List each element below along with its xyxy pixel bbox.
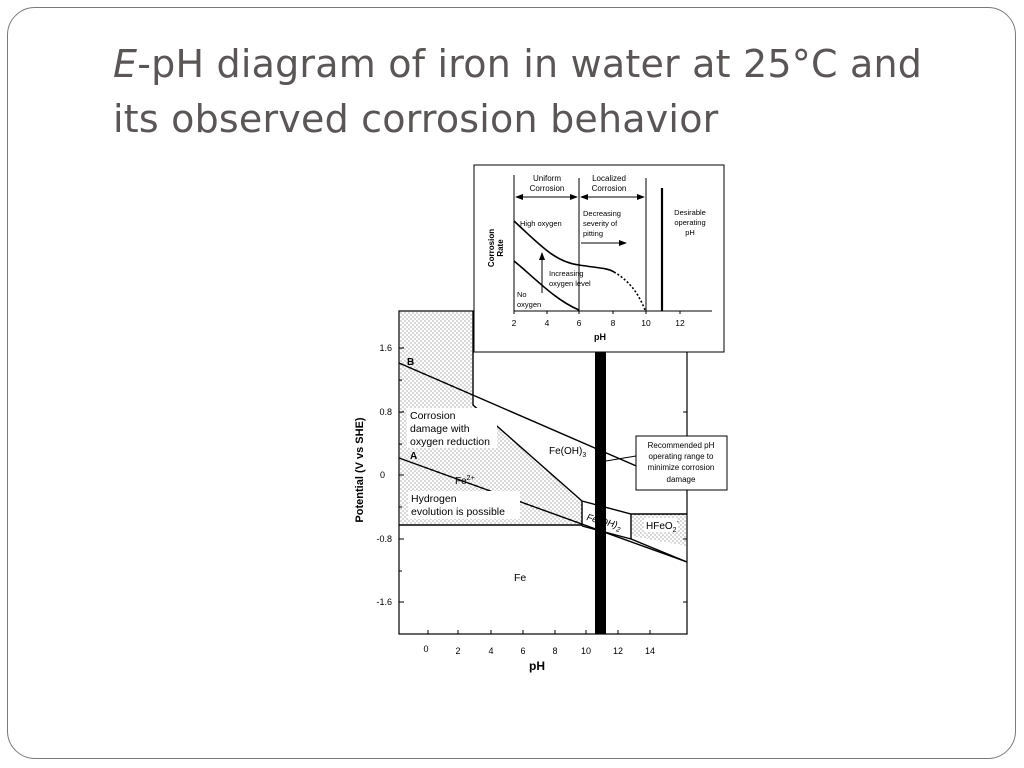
inset-y-axis-label-line1: Corrosion	[487, 229, 496, 267]
hydrogen-label-line1: Hydrogen	[411, 493, 457, 505]
no-oxygen-line2: oxygen	[517, 300, 541, 309]
y-tick-0-8: 0.8	[379, 407, 392, 417]
x-tick-marks	[427, 630, 651, 634]
decreasing-pitting-line1: Decreasing	[583, 209, 621, 218]
callout-line1: Recommended pH	[648, 441, 715, 450]
fe2-label: Fe2+	[455, 475, 475, 487]
decreasing-pitting-line2: severity of	[583, 219, 618, 228]
diagram-y-axis-label: Potential (V vs SHE)	[354, 417, 366, 522]
increasing-oxygen-line2: oxygen level	[549, 279, 591, 288]
hydrogen-label-line2: evolution is possible	[411, 506, 505, 518]
slide-title: E-pH diagram of iron in water at 25°C an…	[113, 37, 973, 147]
increasing-oxygen-line1: Increasing	[549, 269, 584, 278]
desirable-ph-line3: pH	[685, 228, 695, 237]
decreasing-pitting-line3: pitting	[583, 229, 603, 238]
callout-line3: minimize corrosion	[648, 463, 715, 472]
inset-y-axis-label-line2: Rate	[496, 239, 505, 257]
uniform-label-line1: Uniform	[533, 174, 561, 183]
hfeo2-label-background	[644, 518, 678, 532]
corrosion-label-line3: oxygen reduction	[410, 436, 490, 448]
x-tick-14: 14	[645, 646, 655, 656]
callout-line2: operating range to	[649, 452, 714, 461]
x-tick-4: 4	[488, 646, 493, 656]
no-oxygen-line1: No	[517, 290, 527, 299]
callout-box	[635, 435, 728, 491]
corrosion-label-line2: damage with	[410, 423, 470, 435]
high-oxygen-curve	[513, 220, 615, 273]
inset-x-tick-8: 8	[611, 318, 616, 328]
diagram-x-axis-label: pH	[529, 659, 545, 673]
y-tick-1-6: 1.6	[379, 343, 392, 353]
inset-x-tick-6: 6	[577, 318, 582, 328]
title-italic-e: E	[113, 42, 138, 86]
x-tick-8: 8	[552, 646, 557, 656]
line-a-letter: A	[410, 451, 417, 462]
title-text: -pH diagram of iron in water at 25°C and…	[113, 42, 923, 141]
inset-chart: 2 4 6 8 10 12 pH Corrosion Rate Uniform …	[473, 164, 725, 353]
callout-pointer	[605, 455, 637, 462]
high-oxygen-curve-dashed	[613, 271, 646, 311]
x-tick-12: 12	[613, 646, 623, 656]
hfeo2-label: HFeO2-	[646, 519, 680, 534]
x-tick-6: 6	[520, 646, 525, 656]
hydrogen-label-background	[408, 491, 520, 519]
recommended-ph-band	[595, 311, 606, 634]
corrosion-label-line1: Corrosion	[410, 410, 456, 422]
inset-x-tick-10: 10	[641, 318, 651, 328]
desirable-ph-line1: Desirable	[674, 208, 706, 217]
localized-label-line2: Corrosion	[592, 184, 627, 193]
fe-label: Fe	[514, 572, 526, 584]
inset-x-tick-2: 2	[512, 318, 517, 328]
corrosion-label-background	[407, 408, 497, 448]
localized-label-line1: Localized	[592, 174, 626, 183]
feoh3-label: Fe(OH)3	[549, 446, 586, 459]
inset-x-tick-12: 12	[675, 318, 685, 328]
region-corrosion-oxygen	[399, 311, 582, 514]
x-tick-10: 10	[581, 646, 591, 656]
y-tick-0: 0	[380, 470, 385, 480]
inset-x-tick-marks	[513, 311, 681, 314]
line-a-hydrogen	[398, 457, 688, 563]
inset-x-axis-label: pH	[594, 332, 606, 342]
x-tick-2: 2	[455, 646, 460, 656]
callout-line4: damage	[667, 475, 696, 484]
eph-diagram: 1.6 0.8 0 -0.8 -1.6 0 2 4 6 8 10 12 14 p…	[354, 310, 728, 673]
inset-x-tick-4: 4	[545, 318, 550, 328]
uniform-label-line2: Corrosion	[530, 184, 565, 193]
no-oxygen-curve	[513, 260, 580, 311]
y-tick-neg-1-6: -1.6	[376, 597, 392, 607]
y-tick-neg-0-8: -0.8	[376, 534, 392, 544]
line-b-letter: B	[407, 357, 414, 368]
high-oxygen-label: High oxygen	[520, 219, 562, 228]
x-tick-0: 0	[423, 644, 428, 654]
desirable-ph-line2: operating	[674, 218, 705, 227]
